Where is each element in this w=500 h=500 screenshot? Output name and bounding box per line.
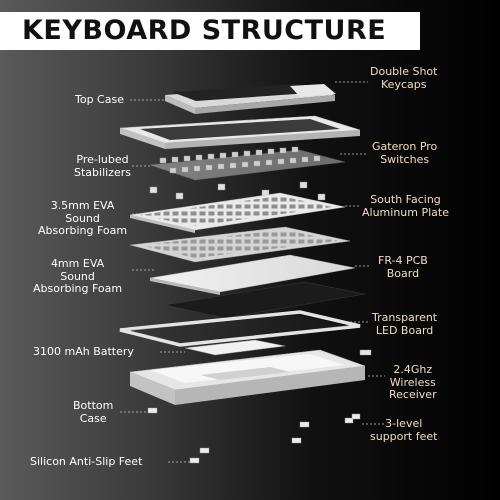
battery-part [184, 339, 286, 356]
label-pcb: FR-4 PCB Board [378, 254, 428, 280]
pcb-layer [149, 254, 356, 295]
foam-4mm-layer [164, 281, 366, 319]
label-support-feet: 3-level support feet [370, 417, 438, 443]
bottom-case-layer [129, 349, 366, 405]
label-stabilizers: Pre-lubed Stabilizers [74, 153, 131, 179]
feet-parts [147, 407, 361, 464]
label-battery: 3100 mAh Battery [33, 345, 134, 358]
switches-layer [149, 146, 346, 181]
top-case-layer [119, 115, 361, 149]
receiver-part [359, 349, 372, 356]
label-bottom-case: Bottom Case [73, 399, 114, 425]
foam-3-5mm-layer [129, 226, 351, 263]
keycaps-layer [165, 84, 336, 114]
led-board-layer [119, 310, 361, 347]
label-plate: South Facing Aluminum Plate [362, 193, 449, 219]
page-title: KEYBOARD STRUCTURE [0, 12, 420, 50]
label-anti-slip-feet: Silicon Anti-Slip Feet [30, 455, 143, 468]
label-receiver: 2.4Ghz Wireless Receiver [389, 363, 437, 401]
plate-layer [129, 192, 346, 233]
label-foam-3-5mm: 3.5mm EVA Sound Absorbing Foam [38, 199, 128, 237]
label-top-case: Top Case [75, 93, 124, 106]
stabilizers-layer [149, 181, 326, 201]
label-keycaps: Double Shot Keycaps [370, 65, 438, 91]
label-foam-4mm: 4mm EVA Sound Absorbing Foam [33, 257, 123, 295]
label-led-board: Transparent LED Board [372, 311, 438, 337]
label-switches: Gateron Pro Switches [372, 140, 438, 166]
